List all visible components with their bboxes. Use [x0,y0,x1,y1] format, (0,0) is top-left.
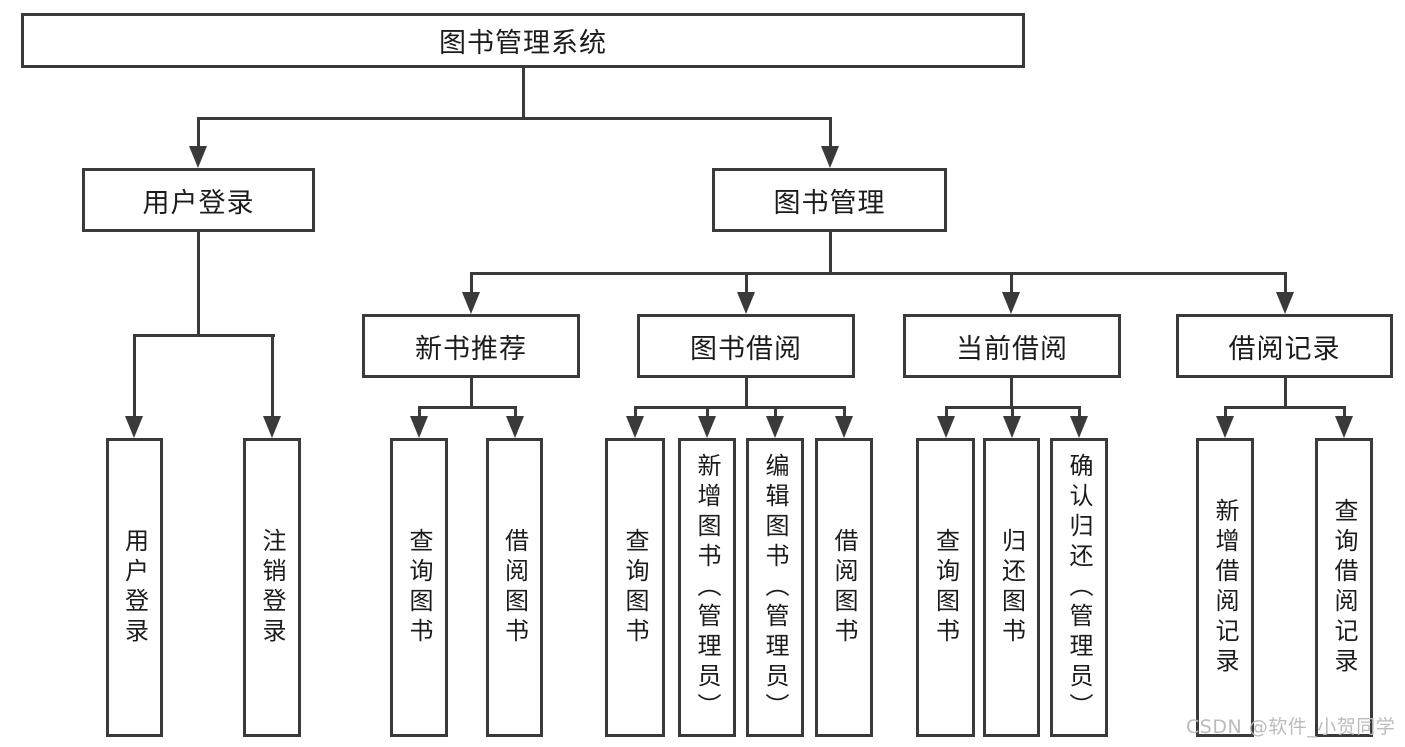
csdn-watermark: CSDN @软件_小贺同学 [1186,716,1396,738]
connector-line [271,334,274,418]
leaf-borrow-books: 借阅图书 [815,438,873,737]
leaf-logout: 注销登录 [243,438,301,737]
leaf-label: 借阅图书 [500,527,529,648]
node-current-borrow: 当前借阅 [903,314,1121,378]
connector-line [745,272,748,294]
arrowhead-down-icon [1335,416,1353,438]
leaf-add-borrow-record: 新增借阅记录 [1196,438,1254,737]
leaf-return-books: 归还图书 [983,438,1040,737]
connector-line [197,117,200,148]
arrowhead-down-icon [937,416,955,438]
connector-line [1224,406,1227,418]
leaf-label: 确认归还（管理员） [1065,452,1093,723]
connector-line [829,117,832,148]
connector-line [418,406,421,418]
leaf-query-books-borrow: 查询图书 [605,438,665,737]
leaf-query-borrow-record: 查询借阅记录 [1315,438,1373,737]
leaf-label: 归还图书 [997,527,1026,648]
leaf-label: 新增借阅记录 [1211,497,1239,678]
arrowhead-down-icon [189,146,207,168]
arrowhead-down-icon [1216,416,1234,438]
arrowhead-down-icon [835,416,853,438]
connector-line [197,232,200,337]
leaf-label: 查询图书 [405,527,433,648]
leaf-query-books-current: 查询图书 [916,438,975,737]
leaf-label: 新增图书（管理员） [693,452,721,723]
connector-line [843,406,846,418]
node-user-login: 用户登录 [82,168,315,232]
node-new-book-recommend: 新书推荐 [362,314,580,378]
connector-line [133,334,136,418]
arrowhead-down-icon [506,416,524,438]
leaf-label: 编辑图书（管理员） [761,452,789,723]
connector-line [1011,406,1014,418]
arrowhead-down-icon [410,416,428,438]
connector-line [1284,377,1287,408]
connector-line [133,334,275,337]
arrowhead-down-icon [737,292,755,314]
connector-line [522,68,525,119]
arrowhead-down-icon [1276,292,1294,314]
node-root-system: 图书管理系统 [21,13,1025,68]
arrowhead-down-icon [1070,416,1088,438]
leaf-query-books-recommend: 查询图书 [390,438,448,737]
connector-line [1078,406,1081,418]
arrowhead-down-icon [821,146,839,168]
leaf-label: 注销登录 [258,527,286,648]
leaf-borrow-books-recommend: 借阅图书 [486,438,543,737]
node-borrow-record: 借阅记录 [1176,314,1393,378]
arrowhead-down-icon [1002,292,1020,314]
arrowhead-down-icon [1003,416,1021,438]
connector-line [470,272,1287,275]
arrowhead-down-icon [766,416,784,438]
arrowhead-down-icon [125,416,143,438]
connector-line [514,406,517,418]
connector-line [774,406,777,418]
connector-line [634,406,637,418]
arrowhead-down-icon [698,416,716,438]
leaf-edit-books-admin: 编辑图书（管理员） [746,438,804,737]
connector-line [1010,377,1013,408]
leaf-label: 借阅图书 [830,527,858,648]
leaf-label: 查询图书 [931,527,960,648]
connector-line [470,272,473,294]
connector-line [945,406,948,418]
leaf-label: 查询图书 [621,527,649,648]
arrowhead-down-icon [626,416,644,438]
leaf-label: 查询借阅记录 [1330,497,1358,678]
leaf-add-books-admin: 新增图书（管理员） [678,438,736,737]
connector-line [1010,272,1013,294]
connector-line [1284,272,1287,294]
connector-line [706,406,709,418]
connector-line [1343,406,1346,418]
connector-line [470,377,473,408]
arrowhead-down-icon [263,416,281,438]
connector-line [634,406,845,409]
leaf-user-login: 用户登录 [106,438,163,737]
leaf-confirm-return-admin: 确认归还（管理员） [1050,438,1108,737]
connector-line [745,377,748,408]
connector-line [197,117,832,120]
node-book-borrow: 图书借阅 [637,314,855,378]
arrowhead-down-icon [462,292,480,314]
connector-line [829,232,832,274]
connector-line [418,406,517,409]
leaf-label: 用户登录 [120,527,149,648]
node-book-management: 图书管理 [712,168,947,232]
